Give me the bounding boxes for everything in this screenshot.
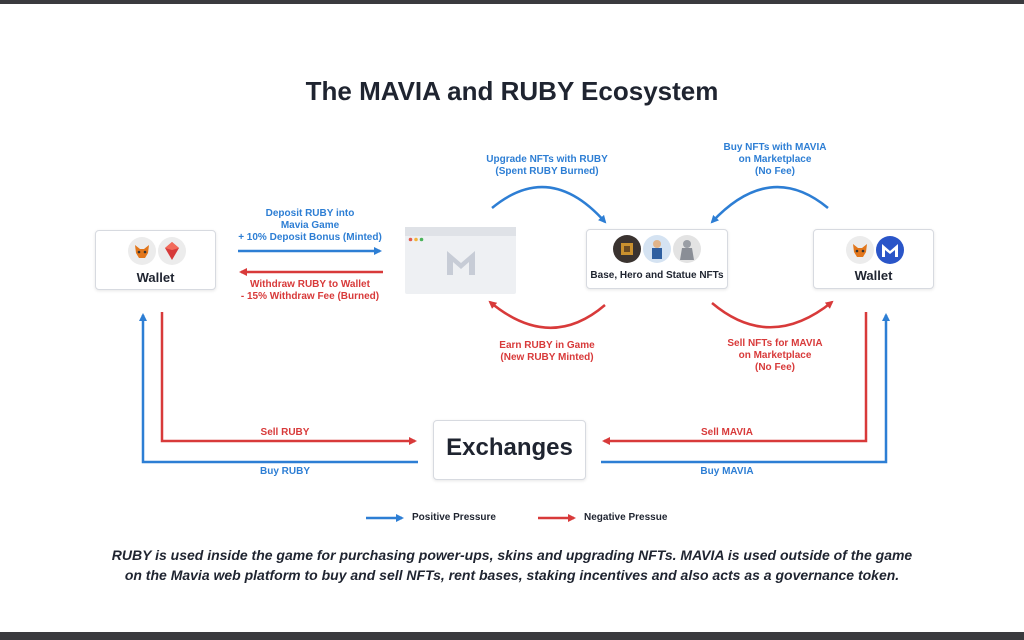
metamask-icon	[846, 236, 874, 264]
nft-hero-icon	[643, 235, 671, 263]
sell-nfts-label: Sell NFTs for MAVIA on Marketplace (No F…	[727, 338, 823, 373]
buy-nfts-arc	[710, 185, 829, 224]
upgrade-label: Upgrade NFTs with RUBY (Spent RUBY Burne…	[486, 154, 608, 177]
buy-mavia-label: Buy MAVIA	[700, 466, 754, 477]
wallet-left-node: Wallet	[95, 230, 216, 290]
mavia-game-window	[405, 227, 516, 294]
nft-statue-icon	[673, 235, 701, 263]
sell-mavia-label: Sell MAVIA	[700, 427, 754, 438]
mavia-logo-icon	[444, 245, 478, 284]
browser-window-icon	[408, 229, 428, 242]
buy-ruby-path	[139, 313, 418, 464]
mavia-logo-icon	[876, 236, 904, 264]
nft-base-icon	[613, 235, 641, 263]
bottom-border	[0, 632, 1024, 640]
wallet-right-label: Wallet	[854, 268, 893, 283]
nfts-node: Base, Hero and Statue NFTs	[586, 229, 728, 289]
buy-mavia-path	[601, 313, 890, 464]
sell-ruby-path	[160, 312, 417, 445]
browser-titlebar	[405, 227, 516, 236]
exchanges-node: Exchanges	[433, 420, 586, 480]
metamask-icon	[128, 237, 156, 265]
ruby-icon	[158, 237, 186, 265]
sell-nfts-arc	[711, 300, 834, 329]
caption-line-2: on the Mavia web platform to buy and sel…	[124, 567, 900, 583]
page-title: The MAVIA and RUBY Ecosystem	[305, 76, 719, 106]
sell-ruby-label: Sell RUBY	[260, 427, 310, 438]
deposit-label: Deposit RUBY into Mavia Game + 10% Depos…	[238, 208, 382, 243]
earn-arc	[488, 300, 606, 329]
top-border	[0, 0, 1024, 4]
wallet-left-label: Wallet	[136, 270, 175, 285]
wallet-right-node: Wallet	[813, 229, 934, 289]
earn-label: Earn RUBY in Game (New RUBY Minted)	[499, 340, 595, 363]
legend-positive-label: Positive Pressure	[412, 512, 496, 523]
sell-mavia-path	[602, 312, 868, 445]
caption-line-1: RUBY is used inside the game for purchas…	[111, 547, 913, 563]
withdraw-label: Withdraw RUBY to Wallet - 15% Withdraw F…	[240, 279, 380, 302]
upgrade-arc	[491, 185, 607, 224]
legend-negative-label: Negative Pressue	[584, 512, 668, 523]
buy-ruby-label: Buy RUBY	[259, 466, 310, 477]
exchanges-label: Exchanges	[446, 434, 573, 461]
caption: RUBY is used inside the game for purchas…	[60, 545, 964, 585]
buy-nfts-label: Buy NFTs with MAVIA on Marketplace (No F…	[723, 142, 827, 177]
nfts-label: Base, Hero and Statue NFTs	[590, 270, 724, 281]
